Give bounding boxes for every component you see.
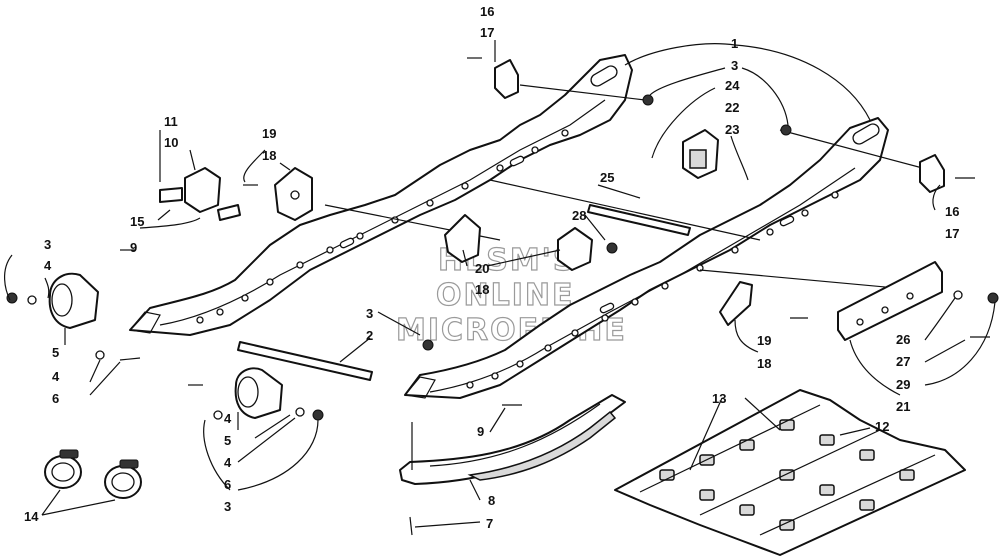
callout-13: 13 bbox=[712, 391, 726, 406]
callout-11: 11 bbox=[164, 114, 178, 129]
callout-8: 8 bbox=[488, 493, 495, 508]
callout-20: 20 bbox=[475, 261, 489, 276]
callout-25: 25 bbox=[600, 170, 614, 185]
callout-9b: 9 bbox=[477, 424, 484, 439]
callout-18c: 18 bbox=[757, 356, 771, 371]
block-21 bbox=[837, 261, 943, 341]
cross-shafts bbox=[237, 84, 941, 381]
left-slide-rail bbox=[128, 54, 633, 336]
right-rail-holes bbox=[466, 191, 839, 389]
callout-1: 1 bbox=[731, 36, 738, 51]
callout-12: 12 bbox=[875, 419, 889, 434]
callout-4d: 4 bbox=[224, 455, 232, 470]
callout-3b: 3 bbox=[44, 237, 51, 252]
callout-3c: 3 bbox=[366, 306, 373, 321]
callout-6: 6 bbox=[52, 391, 59, 406]
callout-5b: 5 bbox=[224, 433, 231, 448]
callout-7: 7 bbox=[486, 516, 493, 531]
callout-24: 24 bbox=[725, 78, 740, 93]
bracket-17-right bbox=[919, 154, 945, 193]
callout-10: 10 bbox=[164, 135, 178, 150]
left-rail-holes bbox=[196, 129, 569, 324]
callout-21: 21 bbox=[896, 399, 910, 414]
callout-15: 15 bbox=[130, 214, 144, 229]
callout-3d: 3 bbox=[224, 499, 231, 514]
plate-18-right bbox=[719, 281, 753, 326]
callout-2: 2 bbox=[366, 328, 373, 343]
callout-labels: 16 17 1 3 24 22 23 11 10 19 18 25 15 16 … bbox=[24, 4, 959, 531]
bumper-left bbox=[48, 272, 99, 329]
bracket-22 bbox=[682, 129, 719, 179]
callout-9: 9 bbox=[130, 240, 137, 255]
bumper-center bbox=[234, 367, 283, 419]
callout-16b: 16 bbox=[945, 204, 959, 219]
callout-26: 26 bbox=[896, 332, 910, 347]
callout-16: 16 bbox=[480, 4, 494, 19]
callout-4c: 4 bbox=[224, 411, 232, 426]
callout-6b: 6 bbox=[224, 477, 231, 492]
callout-27: 27 bbox=[896, 354, 910, 369]
callout-19: 19 bbox=[262, 126, 276, 141]
track bbox=[614, 389, 966, 556]
callout-4b: 4 bbox=[52, 369, 60, 384]
callout-19b: 19 bbox=[757, 333, 771, 348]
callout-5: 5 bbox=[52, 345, 59, 360]
hose-clamps bbox=[44, 449, 142, 499]
callout-23: 23 bbox=[725, 122, 739, 137]
bracket-17-top bbox=[494, 59, 519, 99]
callout-4: 4 bbox=[44, 258, 52, 273]
leader-lines bbox=[4, 40, 996, 528]
plate-18-left bbox=[274, 167, 313, 221]
callout-3: 3 bbox=[731, 58, 738, 73]
wear-strip bbox=[399, 394, 626, 485]
callout-18: 18 bbox=[262, 148, 276, 163]
bracket-10 bbox=[159, 167, 241, 221]
callout-18b: 18 bbox=[475, 282, 489, 297]
watermark-line-2: ONLINE bbox=[436, 278, 575, 313]
callout-17b: 17 bbox=[945, 226, 959, 241]
callout-17: 17 bbox=[480, 25, 494, 40]
callout-22: 22 bbox=[725, 100, 739, 115]
callout-14: 14 bbox=[24, 509, 39, 524]
callout-29: 29 bbox=[896, 377, 910, 392]
fasteners bbox=[6, 57, 999, 536]
plate-20 bbox=[444, 214, 593, 271]
callout-28: 28 bbox=[572, 208, 586, 223]
